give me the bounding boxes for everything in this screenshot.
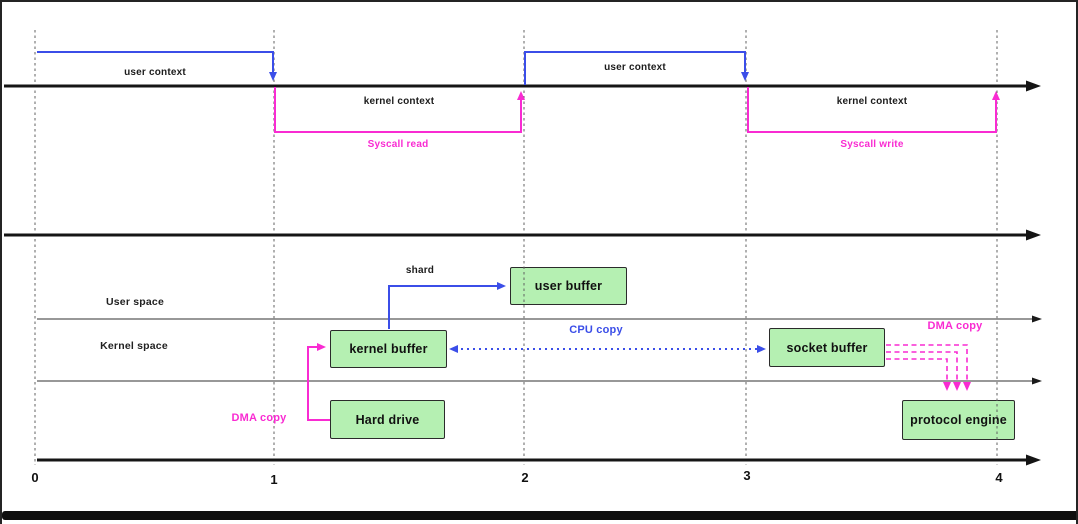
syscall-read-label: Syscall read [367, 139, 429, 150]
tick-label-4: 4 [995, 470, 1003, 485]
hard-drive-label: Hard drive [355, 412, 420, 427]
tick-label-0: 0 [31, 470, 39, 485]
user-context-label-1: user context [124, 67, 186, 78]
dma-copy-right-arrow-2 [886, 351, 961, 391]
kernel-buffer-label: kernel buffer [349, 342, 428, 356]
protocol-engine-label: protocol engine [910, 413, 1007, 427]
dma-copy-right-label: DMA copy [927, 320, 983, 332]
dma-copy-right-arrow-1 [886, 344, 971, 391]
dma-copy-left-arrow [307, 343, 330, 421]
syscall-write-line [747, 87, 1000, 133]
kernel-space-label: Kernel space [100, 340, 168, 352]
shard-label: shard [405, 265, 435, 276]
tick-label-2: 2 [521, 470, 529, 485]
socket-buffer-label: socket buffer [786, 340, 868, 355]
protocol-engine-box: protocol engine [902, 400, 1015, 440]
socket-buffer-box: socket buffer [769, 328, 885, 367]
syscall-read-line [274, 87, 525, 133]
tick-label-1: 1 [270, 472, 278, 487]
cpu-copy-label: CPU copy [569, 324, 623, 336]
syscall-write-label: Syscall write [840, 139, 904, 150]
kernel-buffer-box: kernel buffer [330, 330, 447, 368]
tick-label-3: 3 [743, 468, 751, 483]
hard-drive-box: Hard drive [330, 400, 445, 439]
user-context-label-2: user context [604, 62, 666, 73]
user-buffer-box: user buffer [510, 267, 627, 305]
user-space-label: User space [105, 296, 165, 308]
bottom-frame-bar [2, 511, 1076, 520]
kernel-context-label-2: kernel context [836, 96, 908, 107]
dma-copy-right-arrow-3 [886, 358, 951, 391]
user-buffer-label: user buffer [534, 279, 603, 293]
dma-copy-left-label: DMA copy [231, 412, 287, 424]
kernel-context-label-1: kernel context [363, 96, 435, 107]
shard-arrow [388, 282, 506, 329]
